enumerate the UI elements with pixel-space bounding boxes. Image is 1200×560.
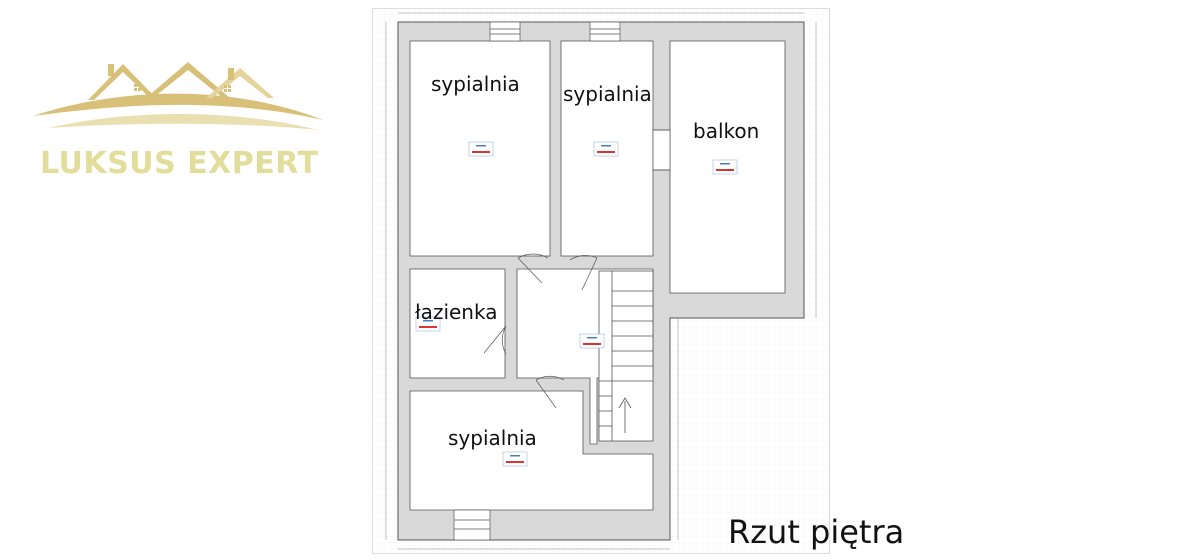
logo-roof-mid [146,62,230,98]
windows [453,21,621,541]
logo-roof-right [206,68,274,98]
logo-chimney-left [108,64,114,76]
dimension-lines [385,12,817,550]
staircase [598,270,654,442]
logo-chimney-right [228,68,234,80]
room-label-bathroom: łazienka [415,300,498,324]
doors [483,129,671,409]
logo-text: LUKSUS EXPERT [40,146,319,181]
plan-border [372,8,830,554]
logo-roof-left [88,64,158,100]
room-label-bedroom-2: sypialnia [563,82,652,106]
room-label-bedroom-3: sypialnia [448,426,537,450]
logo-windows [134,84,231,92]
room-label-bedroom-1: sypialnia [431,72,520,96]
room-bedroom-3 [409,390,654,511]
floor-plan [372,8,830,554]
logo-swoosh-upper [33,93,323,120]
logo-swoosh-lower [48,113,318,130]
room-label-balcony: balkon [693,119,760,143]
area-tags [415,141,738,467]
luksus-expert-logo [33,62,323,130]
plan-caption: Rzut piętra [728,513,905,551]
